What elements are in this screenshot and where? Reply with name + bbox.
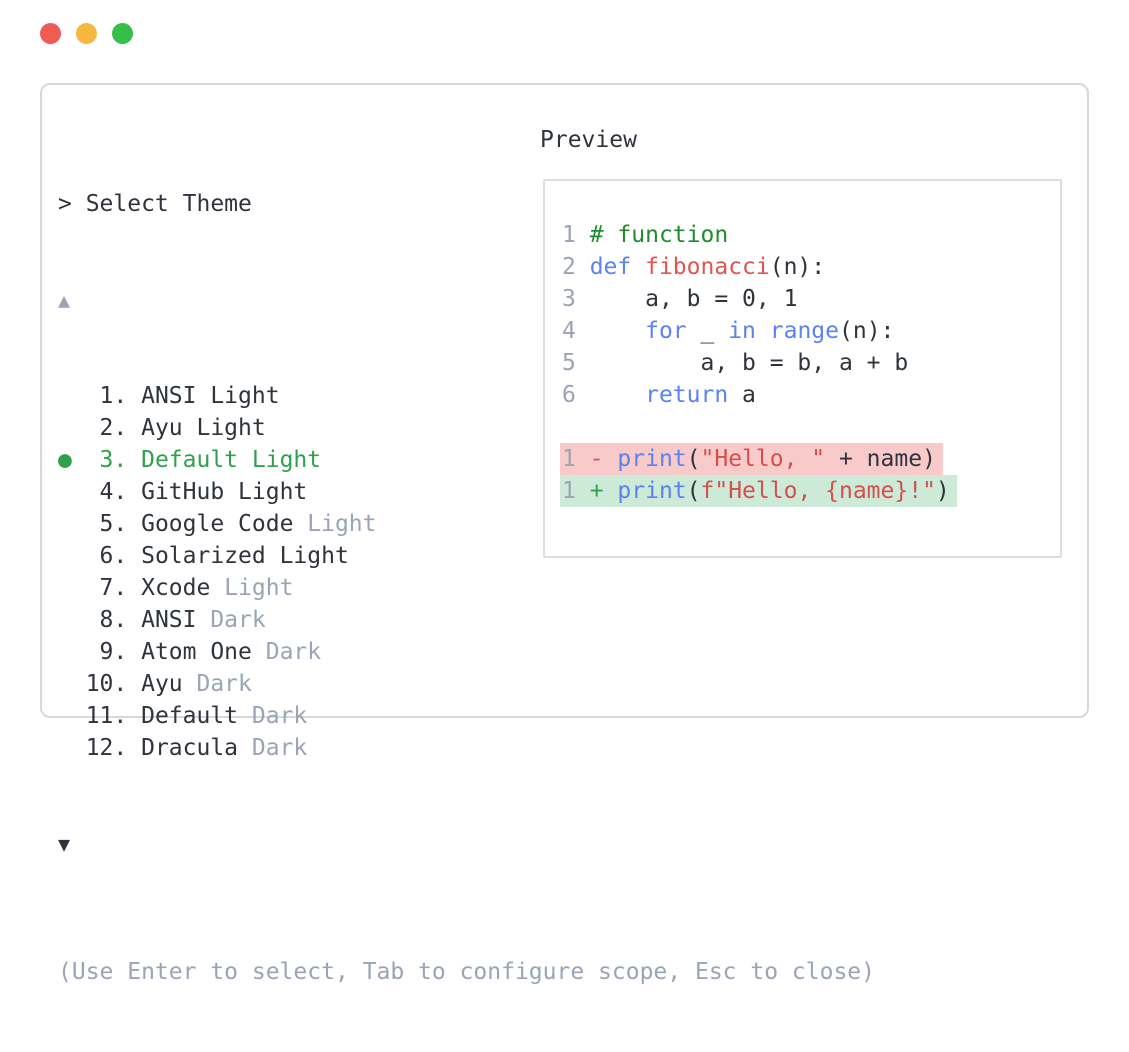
preview-title: Preview <box>540 127 637 153</box>
code-blank-line <box>562 411 957 443</box>
code-preview: 1 # function 2 def fibonacci(n): 3 a, b = … <box>560 219 957 507</box>
theme-item-ansi-light[interactable]: 1. ANSI Light <box>85 383 280 409</box>
theme-item-github-light[interactable]: 4. GitHub Light <box>85 479 308 505</box>
theme-item-ansi[interactable]: 8. ANSI Dark <box>85 607 266 633</box>
code-line-5: 5 a, b = b, a + b <box>562 350 909 376</box>
diff-removed-highlight: 1 - print("Hello, " + name) <box>560 443 943 475</box>
theme-item-solarized-light[interactable]: 6. Solarized Light <box>85 543 349 569</box>
theme-item-ayu[interactable]: 10. Ayu Dark <box>85 671 252 697</box>
theme-list: 1. ANSI Light 2. Ayu Light ● 3. Default L… <box>58 380 875 764</box>
code-line-1: 1 # function <box>562 222 729 248</box>
code-line-3: 3 a, b = 0, 1 <box>562 286 798 312</box>
theme-item-default-light[interactable]: ● 3. Default Light <box>58 447 322 473</box>
theme-item-dracula[interactable]: 12. Dracula Dark <box>85 735 308 761</box>
diff-added-line: 1 + print(f"Hello, {name}!") <box>560 475 957 507</box>
window-controls <box>40 23 133 44</box>
code-line-4: 4 for _ in range(n): <box>562 318 895 344</box>
code-line-6: 6 return a <box>562 382 756 408</box>
theme-picker-dialog: > Select Theme ▲ 1. ANSI Light 2. Ayu Li… <box>40 83 1089 985</box>
preview-pane: 1 # function 2 def fibonacci(n): 3 a, b = … <box>543 179 1062 558</box>
theme-item-atom-one[interactable]: 9. Atom One Dark <box>85 639 322 665</box>
maximize-button[interactable] <box>112 23 133 44</box>
theme-item-default[interactable]: 11. Default Dark <box>85 703 308 729</box>
close-button[interactable] <box>40 23 61 44</box>
scroll-down-icon[interactable]: ▼ <box>58 832 71 856</box>
theme-item-xcode[interactable]: 7. Xcode Light <box>85 575 294 601</box>
minimize-button[interactable] <box>76 23 97 44</box>
code-line-2: 2 def fibonacci(n): <box>562 254 826 280</box>
theme-item-ayu-light[interactable]: 2. Ayu Light <box>85 415 266 441</box>
scroll-up-icon[interactable]: ▲ <box>58 288 71 312</box>
prompt-title: > Select Theme <box>58 191 252 217</box>
diff-removed-line: 1 - print("Hello, " + name) <box>560 443 957 475</box>
theme-item-google-code[interactable]: 5. Google Code Light <box>85 511 377 537</box>
help-text: (Use Enter to select, Tab to configure s… <box>58 959 875 985</box>
screenshot-canvas: > Select Theme ▲ 1. ANSI Light 2. Ayu Li… <box>40 23 1089 985</box>
diff-added-highlight: 1 + print(f"Hello, {name}!") <box>560 475 957 507</box>
